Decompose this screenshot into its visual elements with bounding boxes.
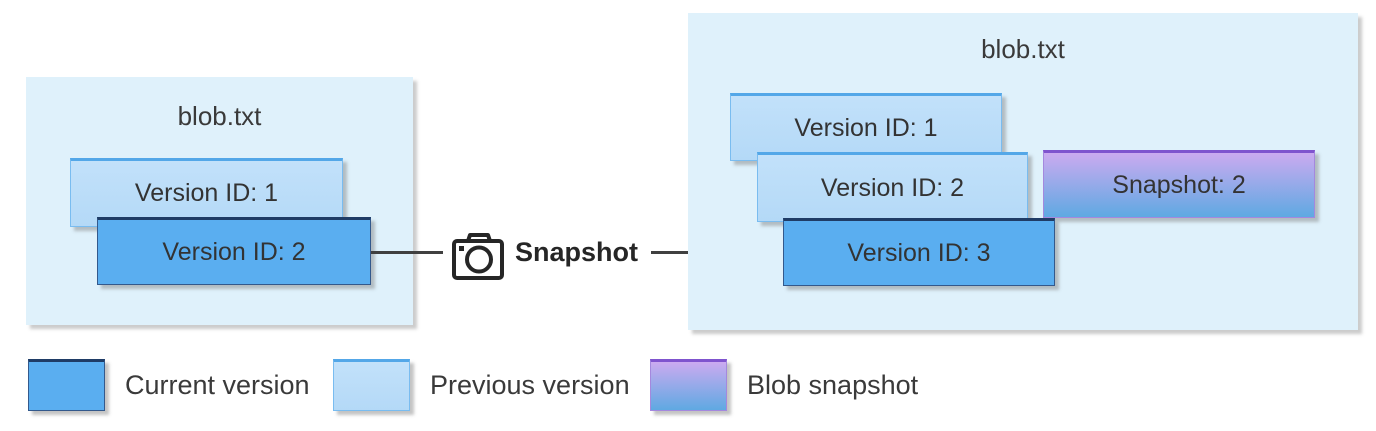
camera-icon [451,232,505,281]
legend-label-current-version: Current version [125,369,310,400]
left-version-1-label: Version ID: 1 [134,179,279,207]
right-version-1-box: Version ID: 1 [730,93,1002,161]
right-blob-container: blob.txt Version ID: 1 Version ID: 2 Sna… [688,13,1358,330]
right-version-2-box: Version ID: 2 [757,152,1028,222]
legend-item-current-version: Current version [28,359,310,411]
current-version-swatch [28,359,105,411]
left-blob-title: blob.txt [177,101,262,131]
snapshot-connector-line-left [371,251,443,254]
legend-label-previous-version: Previous version [430,369,630,400]
previous-version-swatch [333,359,410,411]
blob-snapshot-swatch [650,359,727,411]
snapshot-2-box: Snapshot: 2 [1043,150,1315,218]
snapshot-operation-label: Snapshot [515,237,639,267]
left-version-2-box: Version ID: 2 [97,217,371,285]
left-blob-container: blob.txt Version ID: 1 Version ID: 2 [26,77,413,325]
right-version-3-label: Version ID: 3 [847,238,991,267]
legend-item-previous-version: Previous version [333,359,630,411]
right-version-3-box: Version ID: 3 [783,218,1055,286]
left-version-1-box: Version ID: 1 [70,158,343,227]
right-blob-title: blob.txt [981,34,1065,64]
legend-item-blob-snapshot: Blob snapshot [650,359,918,411]
legend-label-blob-snapshot: Blob snapshot [747,369,919,400]
right-version-2-label: Version ID: 2 [820,173,965,202]
snapshot-2-label: Snapshot: 2 [1112,170,1246,199]
right-version-1-label: Version ID: 1 [794,113,938,142]
left-version-2-label: Version ID: 2 [162,237,306,266]
